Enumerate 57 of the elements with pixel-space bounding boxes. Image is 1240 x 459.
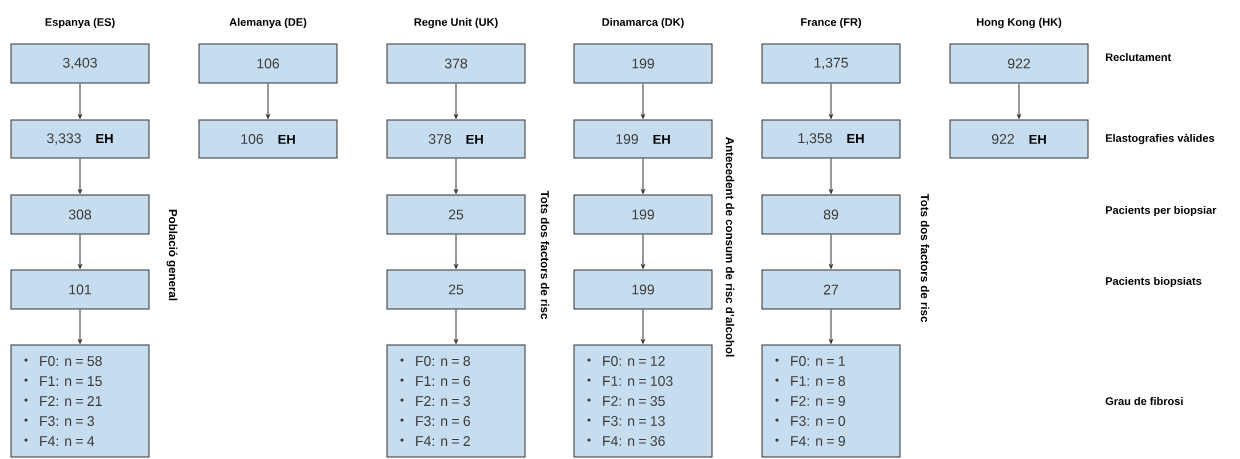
list-box: F0: n = 1 F1: n = 8 F2: n = 9 F3: n = 0 F4: n = 9: [761, 344, 901, 458]
count-box: 89: [761, 194, 901, 235]
stage-label: Grau de fibrosi: [1105, 396, 1183, 406]
arrow: [829, 309, 833, 344]
group-label: Població general: [166, 209, 178, 301]
count-box: 922 EH: [949, 119, 1089, 159]
arrow: [829, 158, 833, 194]
stage-label: Pacients per biopsiar: [1105, 205, 1217, 217]
arrow: [641, 234, 645, 269]
stage-label: Elastografies vàlides: [1105, 133, 1215, 145]
count-box: 199: [573, 43, 713, 84]
group-label: Tots dos factors de risc: [540, 190, 550, 320]
arrow: [829, 83, 833, 119]
count-box: 378 EH: [386, 119, 526, 159]
count-box: 1,358 EH: [761, 119, 901, 159]
count-box: 106 EH: [198, 119, 338, 159]
arrow: [78, 83, 82, 119]
list-box: F0: n = 8 F1: n = 6 F2: n = 3 F3: n = 6 F4: n = 2: [386, 344, 526, 458]
column-heading: Espanya (ES): [45, 17, 115, 29]
count-box: 199: [573, 194, 713, 235]
arrow: [1017, 83, 1021, 119]
column-heading: Regne Unit (UK): [414, 17, 498, 29]
count-box: 378: [386, 43, 526, 84]
list-box: F0: n = 12 F1: n = 103 F2: n = 35 F3: n = 13 F4: n = 36: [573, 344, 713, 458]
column-heading: France (FR): [801, 17, 861, 29]
count-box: 3,403: [10, 43, 150, 84]
arrow: [641, 83, 645, 119]
count-box: 308: [10, 194, 150, 235]
arrow: [454, 158, 458, 194]
column-heading: Hong Kong (HK): [977, 17, 1062, 29]
arrow: [266, 83, 270, 119]
count-box: 199: [573, 269, 713, 310]
arrow: [829, 234, 833, 269]
count-box: 1,375: [761, 43, 901, 84]
arrow: [78, 234, 82, 269]
count-box: 25: [386, 194, 526, 235]
group-label: Antecedent de consum de risc d’alcohol: [725, 137, 735, 357]
arrow: [78, 309, 82, 344]
list-box: F0: n = 58 F1: n = 15 F2: n = 21 F3: n = 3 F4: n = 4: [10, 344, 150, 458]
arrow: [454, 234, 458, 269]
column-heading: Alemanya (DE): [229, 17, 307, 29]
count-box: 199 EH: [573, 119, 713, 159]
count-box: 922: [949, 43, 1089, 84]
arrow: [78, 158, 82, 194]
column-heading: Dinamarca (DK): [602, 17, 684, 29]
arrow: [454, 83, 458, 119]
arrow: [641, 309, 645, 344]
count-box: 25: [386, 269, 526, 310]
count-box: 3,333 EH: [10, 119, 150, 159]
arrow: [641, 158, 645, 194]
count-box: 106: [198, 43, 338, 84]
count-box: 27: [761, 269, 901, 310]
group-label: Tots dos factors de risc: [920, 193, 930, 323]
count-box: 101: [10, 269, 150, 310]
arrow: [454, 309, 458, 344]
stage-label: Pacients biopsiats: [1105, 276, 1202, 288]
stage-label: Reclutament: [1105, 52, 1172, 62]
